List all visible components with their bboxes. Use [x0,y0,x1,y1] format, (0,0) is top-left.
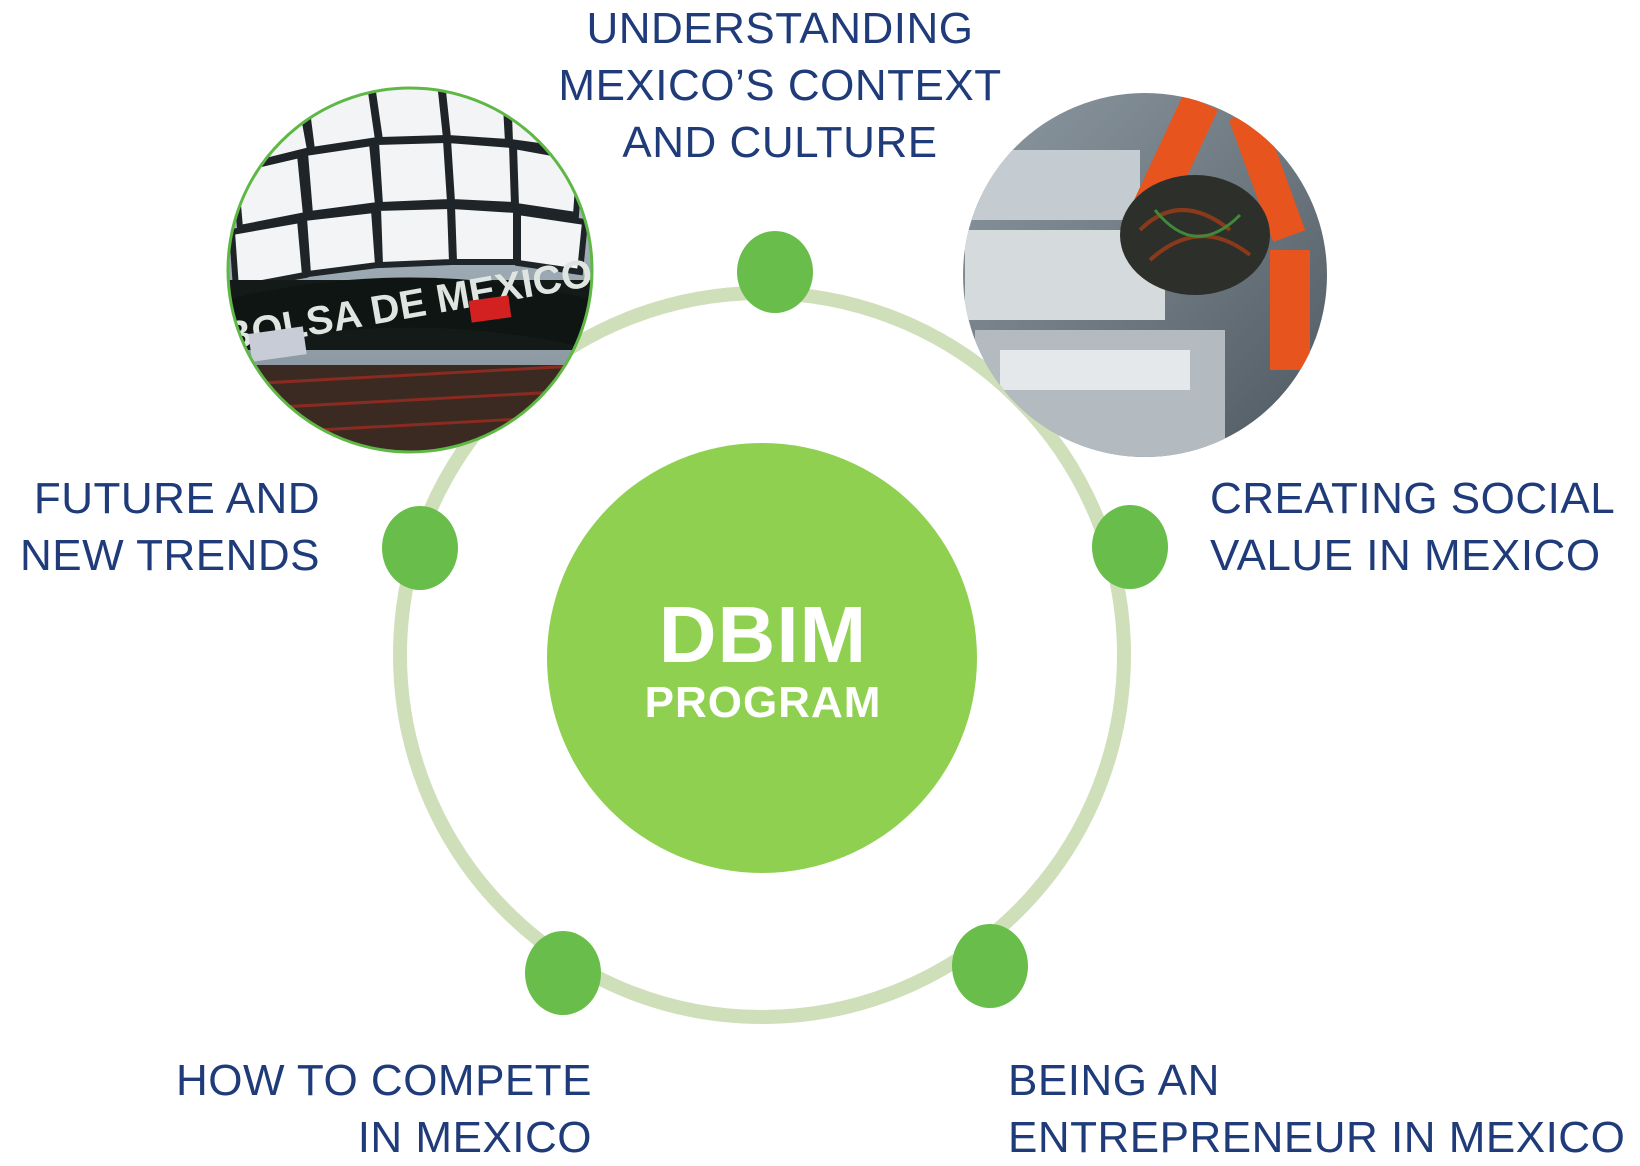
topic-line: IN MEXICO [357,1113,592,1162]
topic-future-trends: FUTURE AND NEW TRENDS [20,470,320,584]
photo-car-factory [963,93,1327,457]
topic-entrepreneur: BEING AN ENTREPRENEUR IN MEXICO [1008,1052,1625,1166]
center-subtitle: PROGRAM [644,678,882,727]
node-left [382,506,458,590]
node-right [1092,505,1168,589]
topic-line: AND CULTURE [622,118,938,167]
node-top [737,231,813,313]
topic-social-value: CREATING SOCIAL VALUE IN MEXICO [1210,470,1615,584]
topic-line: ENTREPRENEUR IN MEXICO [1008,1113,1626,1162]
center-label: DBIM PROGRAM [548,445,978,875]
topic-understanding-context: UNDERSTANDING MEXICO’S CONTEXT AND CULTU… [530,0,1030,171]
topic-line: UNDERSTANDING [586,4,974,53]
topic-line: NEW TRENDS [20,531,320,580]
photo-stock-exchange: BOLSA DE MEXICO [226,86,594,454]
topic-line: CREATING SOCIAL [1210,474,1616,523]
topic-line: HOW TO COMPETE [175,1056,592,1105]
center-title: DBIM [658,590,868,679]
topic-line: BEING AN [1008,1056,1220,1105]
topic-line: MEXICO’S CONTEXT [558,61,1002,110]
node-bottom-right [952,924,1028,1008]
topic-how-to-compete: HOW TO COMPETE IN MEXICO [176,1052,592,1166]
node-bottom-left [525,931,601,1015]
topic-line: FUTURE AND [33,474,320,523]
center-circle [547,443,977,873]
topic-line: VALUE IN MEXICO [1210,531,1601,580]
